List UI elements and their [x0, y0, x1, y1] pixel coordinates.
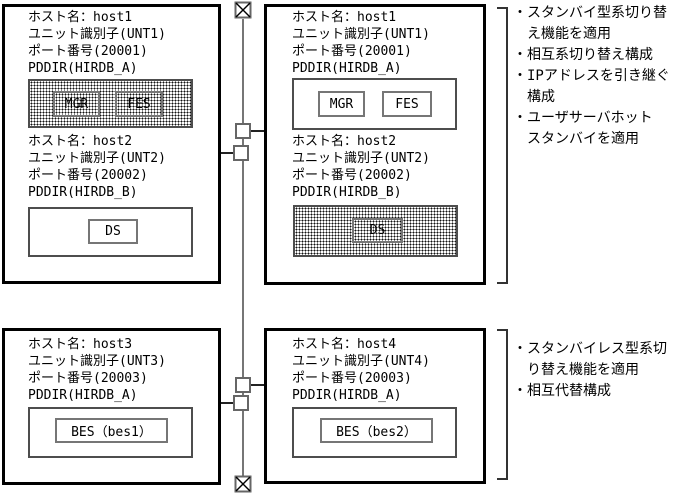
- connector-square: [233, 395, 249, 411]
- server-box-bes2: BES（bes2）: [320, 418, 433, 443]
- group-bracket-bottom: [497, 329, 508, 480]
- server-box-mgr: MGR: [53, 91, 100, 117]
- connector-square: [235, 377, 251, 393]
- server-box-bes1: BES（bes1）: [55, 418, 168, 443]
- annotation-standbyless-switchover: ・スタンバイレス型系切 り替え機能を適用・相互代替構成: [513, 341, 667, 399]
- server-box-ds: DS: [88, 219, 138, 244]
- connector-line: [220, 152, 233, 154]
- unit-box: MGR FES: [28, 79, 193, 128]
- connector-square: [233, 145, 249, 161]
- network-node-x-icon: [234, 475, 252, 493]
- unit-box: BES（bes1）: [28, 407, 193, 458]
- server-box-mgr: MGR: [318, 91, 365, 117]
- server-box-ds: DS: [352, 218, 403, 243]
- connector-line: [251, 130, 264, 132]
- server-box-fes: FES: [382, 91, 432, 117]
- network-trunk-line: [242, 19, 244, 477]
- group-bracket-top: [497, 7, 508, 284]
- connector-square: [235, 123, 251, 139]
- connector-line: [251, 384, 264, 386]
- unit-box: DS: [28, 207, 193, 257]
- network-node-x-icon: [234, 1, 252, 19]
- unit-box: MGR FES: [292, 78, 457, 130]
- unit-box: DS: [293, 205, 458, 257]
- annotation-standby-switchover: ・スタンバイ型系切り替 え機能を適用・相互系切り替え構成・IPアドレスを引き継ぐ…: [513, 5, 670, 147]
- server-box-fes: FES: [115, 91, 163, 117]
- unit-box: BES（bes2）: [292, 407, 457, 458]
- connector-line: [220, 402, 233, 404]
